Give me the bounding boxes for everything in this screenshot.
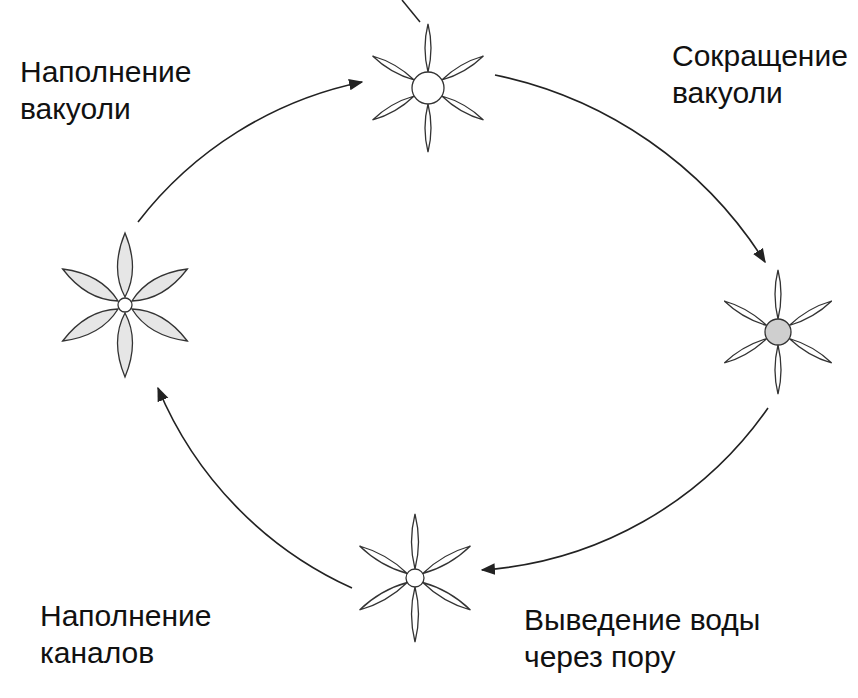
vacuole-figure [59, 233, 191, 377]
vacuole-figure [371, 24, 485, 152]
cycle-arrows [138, 75, 768, 588]
stage-label: Сокращение вакуоли [672, 38, 848, 111]
leader-line [402, 0, 420, 22]
stage-label: Наполнение каналов [40, 598, 211, 671]
stage-label: Выведение воды через пору [524, 602, 774, 675]
vacuole-figure [358, 514, 472, 642]
vacuole-figure [723, 270, 833, 394]
stage-label: Наполнение вакуоли [20, 54, 191, 127]
